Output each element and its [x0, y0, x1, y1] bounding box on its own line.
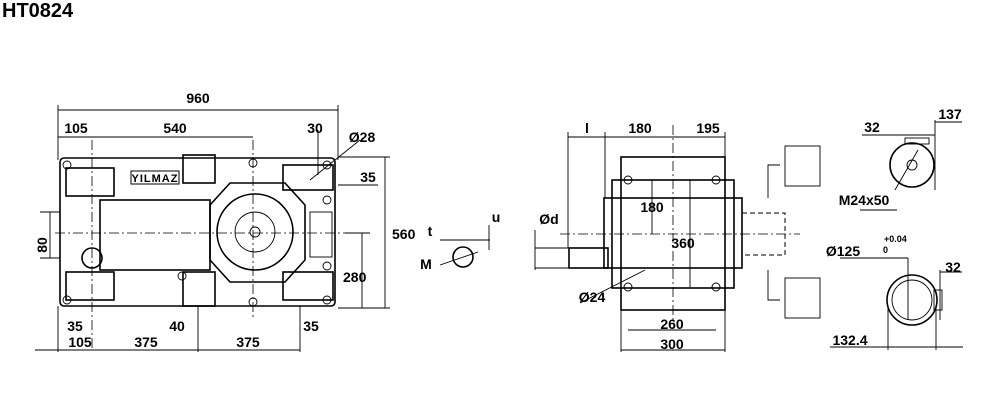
dim-overall-width: 960 [186, 90, 210, 106]
dim-bore: Ø125 [826, 243, 860, 259]
key-t-label: t [428, 223, 433, 239]
brand-label: YILMAZ [132, 173, 179, 185]
output-detail: 32 137 M24x50 Ø125 +0.04 0 32 132.4 [826, 106, 963, 350]
tolerance-upper: +0.04 [884, 234, 907, 244]
dim-hole-span: 360 [671, 235, 695, 251]
dim-shaft-height: 280 [343, 269, 367, 285]
dim-corner-offset: 30 [307, 120, 323, 136]
dim-side-offset: 35 [360, 169, 376, 185]
front-view: YILMAZ 960 105 540 30 Ø28 35 [34, 90, 416, 352]
dim-key-width-top: 32 [864, 119, 880, 135]
key-u-label: u [492, 209, 501, 225]
dim-left-offset: 105 [64, 120, 88, 136]
dim-key-width-bottom: 32 [945, 259, 961, 275]
key-detail: t u M [420, 209, 500, 272]
key-m-label: M [420, 256, 432, 272]
dim-shaft-diameter: Ød [539, 211, 558, 227]
dim-foot-mid: 40 [169, 318, 185, 334]
dim-bottom-left: 105 [68, 334, 92, 350]
dim-side-hole-diameter: Ø24 [579, 289, 606, 305]
dim-foot-width: 300 [660, 336, 684, 352]
dim-hole-vertical: 180 [640, 199, 664, 215]
drawing-title: HT0824 [2, 0, 74, 22]
dim-foot-left: 35 [67, 318, 83, 334]
dim-right-depth: 195 [696, 120, 720, 136]
dim-key-depth: 132.4 [832, 332, 867, 348]
dim-thread: M24x50 [839, 192, 890, 208]
dim-input-offset: 80 [34, 237, 50, 253]
dim-left-depth: 180 [628, 120, 652, 136]
dim-bottom-span-1: 375 [134, 334, 158, 350]
dim-bottom-span-2: 375 [236, 334, 260, 350]
tolerance-lower: 0 [883, 245, 888, 255]
dim-hole-diameter: Ø28 [349, 129, 376, 145]
dim-foot-holes: 260 [660, 316, 684, 332]
side-view: l 180 195 Ød 180 360 Ø24 260 300 [534, 120, 821, 352]
dim-shaft-distance: 540 [163, 120, 187, 136]
dim-shaft-length: l [585, 120, 589, 136]
dim-overall-height: 560 [392, 226, 416, 242]
dim-foot-right: 35 [303, 318, 319, 334]
dim-key-height-top: 137 [938, 106, 962, 122]
